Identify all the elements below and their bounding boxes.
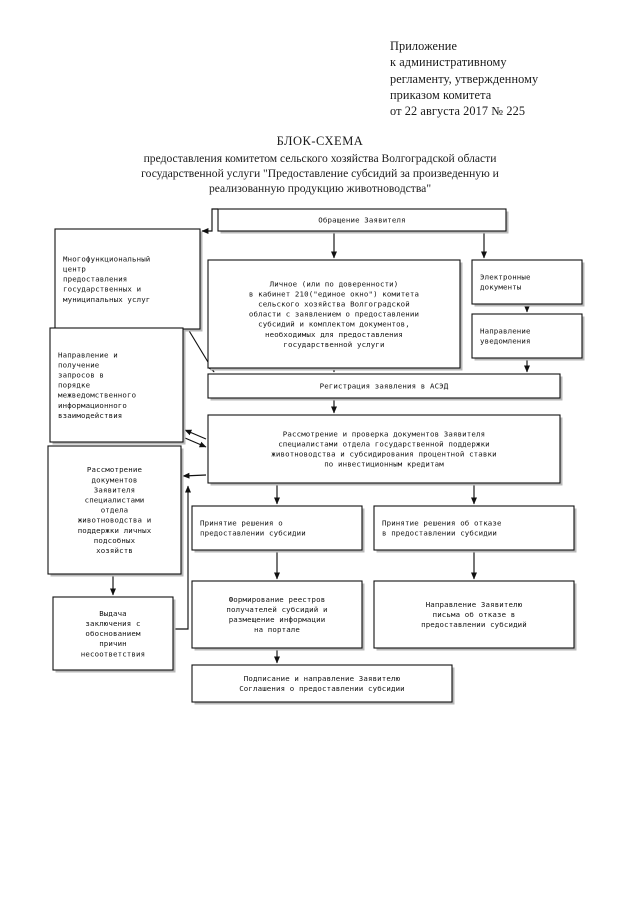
flow-node-text: Принятие решения об отказе [382,519,502,528]
flow-node-review: Рассмотрение и проверка документов Заяви… [207,414,563,486]
connector-interdep-to-review [184,437,207,448]
flow-node-text: подсобных [94,536,136,545]
subtitle-line-2: государственной услуги "Предоставление с… [141,166,499,180]
flow-node-review-lph: РассмотрениедокументовЗаявителяспециалис… [47,445,184,577]
flow-node-text: причин [99,639,127,648]
flow-node-text: предоставления [63,275,127,284]
flow-node-text: специалистами отдела государственной под… [278,440,490,449]
flow-node-text: животноводства и субсидирования процентн… [271,450,496,459]
flow-node-text: документов [92,475,138,484]
header-line-5: от 22 августа 2017 № 225 [390,104,526,119]
flow-node-text: Заявителя [94,485,135,494]
page-title: БЛОК-СХЕМА [276,134,364,148]
flow-node-appeal: Обращение Заявителя [217,208,509,234]
flow-node-text: запросов в [58,370,104,379]
flow-node-text: заключения с [85,619,140,628]
flow-node-text: предоставлении субсидии [200,529,306,538]
flow-node-text: размещение информации [229,615,326,624]
subtitle-line-1: предоставления комитетом сельского хозяй… [143,152,497,165]
flow-node-text: необходимых для предоставления [265,330,403,339]
flow-node-text: сельского хозяйства Волгоградской [258,299,410,308]
flow-node-text: животноводства и [78,516,152,525]
flow-node-text: письма об отказе в [433,610,516,619]
flow-node-text: Личное (или по доверенности) [270,279,399,288]
flow-node-text: в предоставлении субсидии [382,529,497,538]
flow-node-text: государственной услуги [283,340,384,349]
flow-node-text: документы [480,283,522,292]
page-subtitle: предоставления комитетом сельского хозяй… [95,152,545,196]
flow-node-text: Электронные [480,273,531,282]
flow-node-text: на портале [254,625,300,634]
flow-node-text: государственных и [63,285,141,294]
header-line-1: Приложение [390,39,457,53]
flow-node-text: взаимодействия [58,411,122,420]
flow-node-text: получателей субсидий и [226,605,327,614]
flow-node-register: Регистрация заявления в АСЭД [207,373,563,401]
flow-node-text: хозяйств [96,546,133,555]
flow-node-text: области с заявлением о предоставлении [249,310,419,319]
flow-node-text: Подписание и направление Заявителю [244,674,401,683]
flow-nodes: Обращение ЗаявителяМногофункциональныйце… [47,208,585,705]
connector-review-to-review-lph [182,472,207,479]
flow-node-agreement: Подписание и направление ЗаявителюСоглаш… [191,664,455,705]
flow-node-text: межведомственного [58,391,136,400]
subtitle-line-3: реализованную продукцию животноводства" [208,181,432,195]
flow-node-text: Многофункциональный [63,254,150,263]
flow-node-text: специалистами [85,495,145,504]
flow-node-text: несоответствия [81,649,145,658]
flow-node-text: Рассмотрение [87,465,143,474]
flow-node-text: Регистрация заявления в АСЭД [320,382,449,391]
flow-node-text: Направление и [58,350,118,359]
flow-node-text: поддержки личных [78,526,152,535]
flow-node-text: получение [58,360,100,369]
connector-appeal-to-mfc [201,208,218,234]
header-line-4: приказом комитета [390,88,492,103]
flow-node-text: Выдача [99,609,127,618]
flow-node-text: отдела [101,506,129,515]
flow-node-text: Рассмотрение и проверка документов Заяви… [283,429,485,438]
flow-node-text: предоставлении субсидий [421,620,527,629]
flow-node-text: в кабинет 210("единое окно") комитета [249,289,419,298]
flow-node-text: уведомления [480,337,531,346]
flow-node-text: Направление Заявителю [426,600,523,609]
flow-node-text: муниципальных услуг [63,295,150,304]
connector-conclusion-to-review [173,485,191,630]
header-line-2: к административному [390,55,507,70]
flow-node-text: Принятие решения о [200,519,283,528]
flow-node-personal: Личное (или по доверенности)в кабинет 21… [207,259,463,371]
flow-node-text: информационного [58,401,127,410]
document-header: Приложение к административному регламент… [390,38,630,120]
flow-node-text: Формирование реестров [229,595,326,604]
flow-node-text: Направление [480,327,531,336]
flow-node-text: субсидий и комплектом документов, [258,320,410,329]
flow-node-text: центр [63,264,86,273]
flow-node-text: порядке [58,381,91,390]
flow-node-text: по инвестиционным кредитам [324,460,444,469]
connector-review-to-interdep [184,429,207,440]
flow-node-text: Обращение Заявителя [318,216,405,225]
flow-node-text: обоснованием [85,629,141,638]
header-line-3: регламенту, утвержденному [390,71,539,86]
flow-node-text: Соглашения о предоставлении субсидии [239,684,405,693]
